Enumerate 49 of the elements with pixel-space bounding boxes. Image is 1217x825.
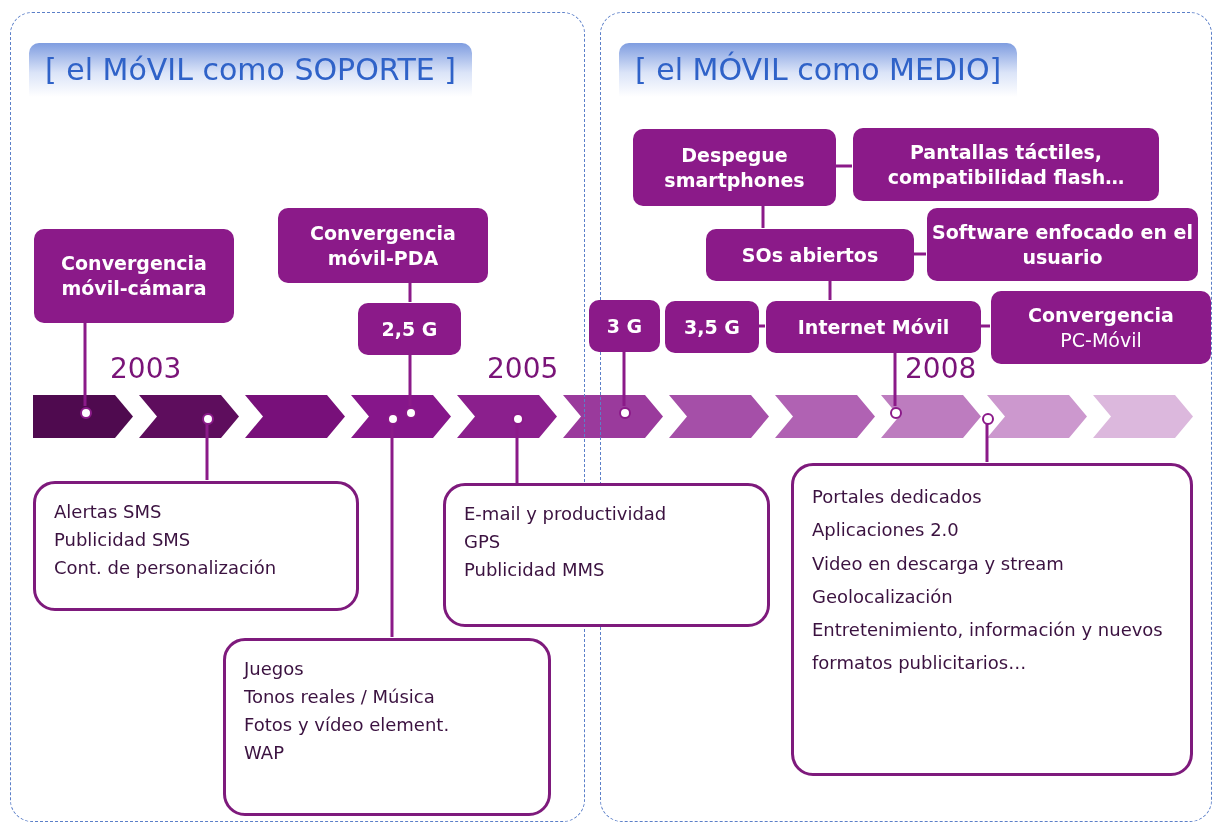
year-label: 2003 [110,352,182,385]
timeline-dot [890,407,902,419]
list-item: Alertas SMS [54,500,163,524]
feature-list-box [223,638,551,816]
milestone-box [991,291,1211,364]
connector-line [980,324,990,328]
list-item: Portales dedicados [812,485,983,509]
connector-line [985,424,989,462]
list-item: Publicidad SMS [54,527,192,552]
connector-line [761,205,765,228]
panel-heading: [ el MóVIL como SOPORTE ] [29,43,472,97]
list-item: Juegos [244,657,305,681]
list-item: GPS [464,529,502,554]
list-item: WAP [244,740,285,765]
milestone-text: PC-Móvil [1060,327,1142,353]
year-label: 2005 [487,352,559,385]
timeline-dot [982,413,994,425]
connector-line [205,424,209,480]
milestone-box: Despegue smartphones [633,129,836,206]
milestone-box: Convergencia móvil-cámara [34,229,234,323]
milestone-text: Convergencia [1028,302,1174,328]
connector-line [835,164,852,168]
connector-line [828,280,832,300]
list-item: Cont. de personalización [54,555,278,580]
list-item: Tonos reales / Música [244,684,436,709]
panel-heading: [ el MÓVIL como MEDIO] [619,43,1018,97]
milestone-box: Internet Móvil [766,301,981,353]
connector-line [622,352,626,406]
year-label: 2008 [905,352,977,385]
connector-line [408,282,412,302]
feature-list-box [791,463,1193,776]
list-item: Entretenimiento, información y nuevos formatos publicitarios… [812,618,1164,676]
milestone-box: Convergencia móvil-PDA [278,208,488,283]
list-item: Video en descarga y stream [812,551,1065,576]
feature-list-box [33,481,359,611]
list-item: Aplicaciones 2.0 [812,518,960,543]
connector-line [83,322,87,406]
milestone-box: 2,5 G [358,303,461,355]
list-item: Geolocalización [812,584,954,609]
connector-line [913,252,926,256]
milestone-box: SOs abiertos [706,229,914,281]
list-item: Fotos y vídeo element. [244,712,451,737]
milestone-box: 3 G [589,300,660,352]
feature-list-box [443,483,770,627]
list-item: Publicidad MMS [464,557,606,582]
milestone-box: Software enfocado en el usuario [927,208,1198,281]
milestone-box: Pantallas táctiles, compatibilidad flash… [853,128,1159,201]
list-item: E-mail y productividad [464,502,668,526]
milestone-box: 3,5 G [665,301,759,353]
